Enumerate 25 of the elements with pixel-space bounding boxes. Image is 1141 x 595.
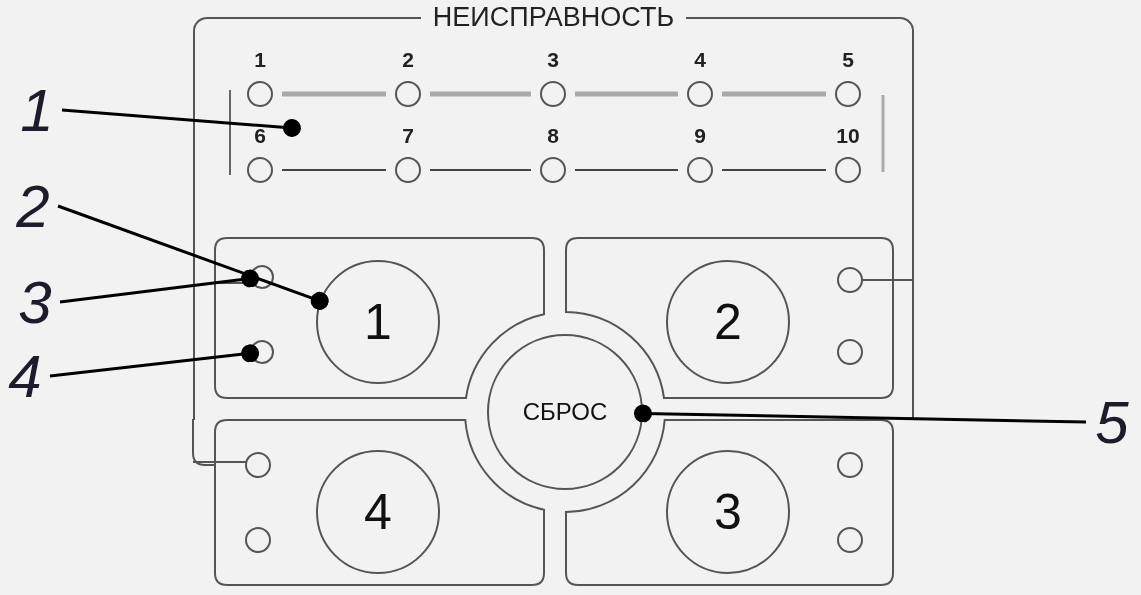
button-label: 2 [714, 293, 742, 351]
indicator-number: 9 [693, 124, 707, 148]
button-label: 3 [714, 483, 742, 541]
leader-line [61, 108, 301, 137]
indicator-number: 7 [401, 124, 415, 148]
indicator-number: 8 [546, 124, 560, 148]
leader-line [634, 404, 1087, 424]
indicator-number: 1 [253, 48, 267, 72]
callout-text: 4 [8, 341, 42, 411]
indicator-number: 6 [253, 124, 267, 148]
callout-text: 3 [18, 267, 52, 337]
callout-text: 5 [1095, 387, 1129, 457]
button-label: 4 [364, 483, 392, 541]
callout-text: 2 [16, 171, 50, 241]
leader-line [59, 269, 260, 304]
indicator-number: 5 [841, 48, 855, 72]
indicator-number: 3 [546, 48, 560, 72]
button-label: 1 [364, 293, 392, 351]
indicator-number: 10 [835, 124, 861, 148]
callout-text: 1 [20, 75, 54, 145]
button-label: СБРОС [522, 398, 608, 426]
leader-line [57, 204, 329, 310]
indicator-number: 4 [693, 48, 707, 72]
indicator-number: 2 [401, 48, 415, 72]
leader-line [49, 344, 260, 378]
